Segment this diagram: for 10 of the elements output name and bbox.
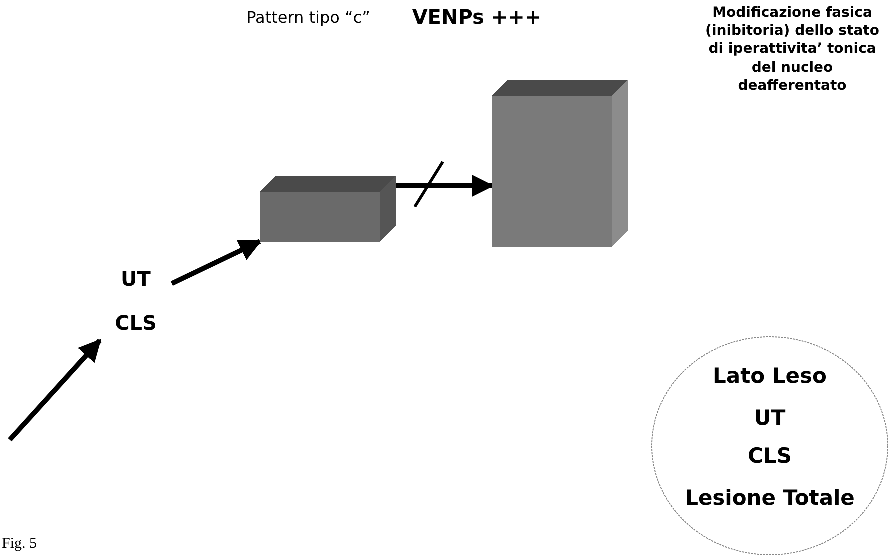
node-text: CLS xyxy=(114,311,158,335)
pattern-caption: Pattern tipo “c” xyxy=(246,8,372,27)
node-text: CLS xyxy=(747,444,793,468)
signal-caption: VENPs +++ xyxy=(411,5,543,29)
node-text: UT xyxy=(120,267,152,291)
node-text: UT xyxy=(753,406,787,430)
node-text: Lato Leso xyxy=(712,364,828,388)
figure-label: Fig. 5 xyxy=(2,536,38,553)
node-text: Lesione Totale xyxy=(684,486,856,510)
description-text: Modificazione fasica (inibitoria) dello stato di iperattivita’ tonica del nucleo deafferentato xyxy=(704,4,880,95)
